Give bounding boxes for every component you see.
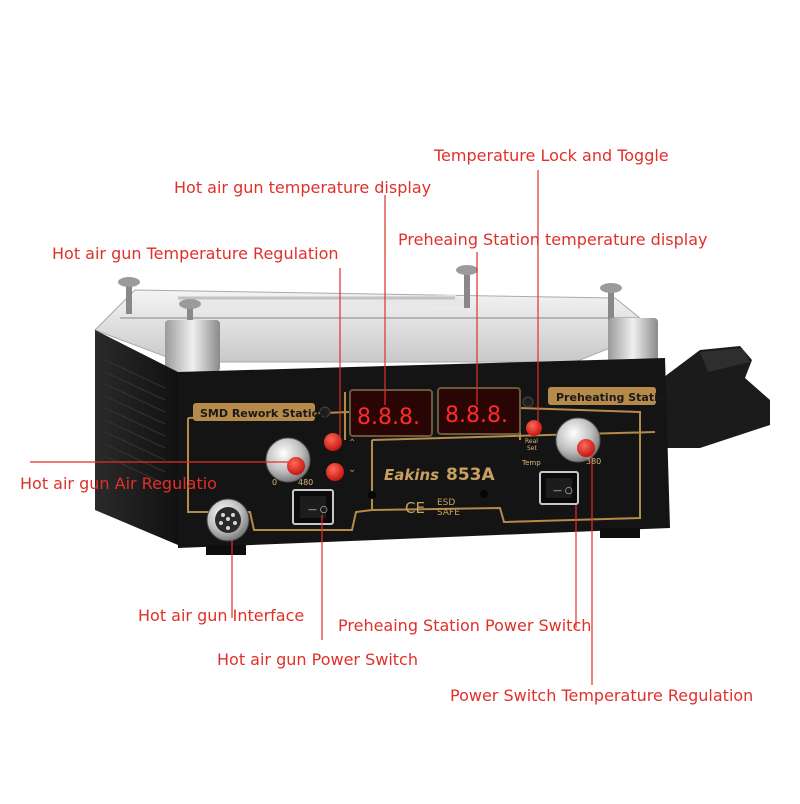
brand-name: Eakins <box>384 466 439 484</box>
callout-preheating-display: Preheaing Station temperature display <box>398 230 708 249</box>
model-number: 853A <box>446 465 495 485</box>
real-label: Real <box>525 438 538 445</box>
callout-power-switch-temp-regulation: Power Switch Temperature Regulation <box>450 686 754 705</box>
safe-label: SAFE <box>437 508 460 518</box>
svg-text:⌄: ⌄ <box>348 464 356 475</box>
panel-labels <box>193 387 656 421</box>
callout-temperature-lock: Temperature Lock and Toggle <box>434 146 669 165</box>
temp-label: Temp <box>521 459 541 467</box>
right-panel-label: Preheating Station <box>556 391 673 404</box>
handle-holder <box>660 346 770 448</box>
left-knob-max-label: 480 <box>298 478 313 487</box>
callout-hot-air-display: Hot air gun temperature display <box>174 178 432 197</box>
callout-hot-air-air-regulation: Hot air gun Air Regulatio <box>20 474 217 493</box>
preheating-plate <box>94 289 656 363</box>
svg-text:⌃: ⌃ <box>348 438 356 449</box>
left-knob <box>265 437 311 483</box>
svg-text:— ○: — ○ <box>308 505 328 515</box>
callout-lines <box>30 170 593 685</box>
hot-air-interface-connector <box>206 498 250 542</box>
callout-hot-air-interface: Hot air gun Interface <box>138 606 305 625</box>
callout-hot-air-power-switch: Hot air gun Power Switch <box>217 650 418 669</box>
ce-mark: CE <box>405 499 425 517</box>
left-temperature-display: 8.8.8. <box>357 405 420 430</box>
right-knob-max-label: 380 <box>586 457 601 466</box>
esd-label: ESD <box>437 498 455 508</box>
svg-text:— ○: — ○ <box>553 486 573 496</box>
left-knob-min-label: 0 <box>272 478 277 487</box>
thumb-screws <box>118 265 622 330</box>
callout-hot-air-temp-regulation: Hot air gun Temperature Regulation <box>52 244 339 263</box>
aluminium-posts <box>165 318 658 372</box>
right-knob <box>555 417 601 463</box>
left-panel-label: SMD Rework Station <box>200 407 327 420</box>
callout-preheating-power-switch: Preheaing Station Power Switch <box>338 616 592 635</box>
set-label: Set <box>527 445 538 452</box>
displays <box>349 387 521 437</box>
rocker-switches: — ○ — ○ <box>292 471 579 525</box>
right-temperature-display: 8.8.8. <box>445 403 508 428</box>
